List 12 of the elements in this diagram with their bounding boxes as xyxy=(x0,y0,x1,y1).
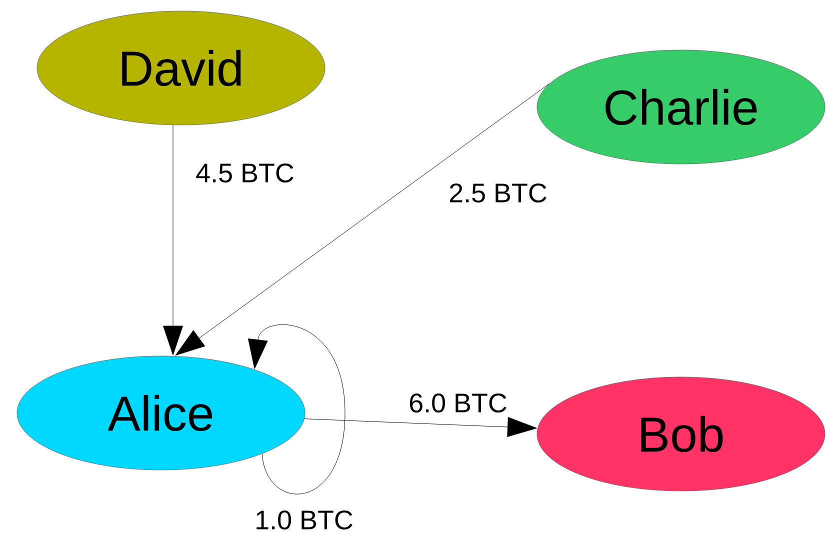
ellipse-node: Charlie xyxy=(536,50,826,164)
arrow xyxy=(175,84,550,356)
edge-label: 6.0 BTC xyxy=(407,392,509,414)
edge-label: 4.5 BTC xyxy=(194,162,296,184)
edge-label: 1.0 BTC xyxy=(253,509,355,531)
arrow xyxy=(163,125,183,356)
ellipse-node: David xyxy=(36,10,326,126)
edge-label: 2.5 BTC xyxy=(447,182,549,204)
ellipse-node: Bob xyxy=(536,376,826,492)
arrow xyxy=(304,417,537,437)
ellipse-node: Alice xyxy=(16,356,306,470)
arrow xyxy=(248,324,346,494)
